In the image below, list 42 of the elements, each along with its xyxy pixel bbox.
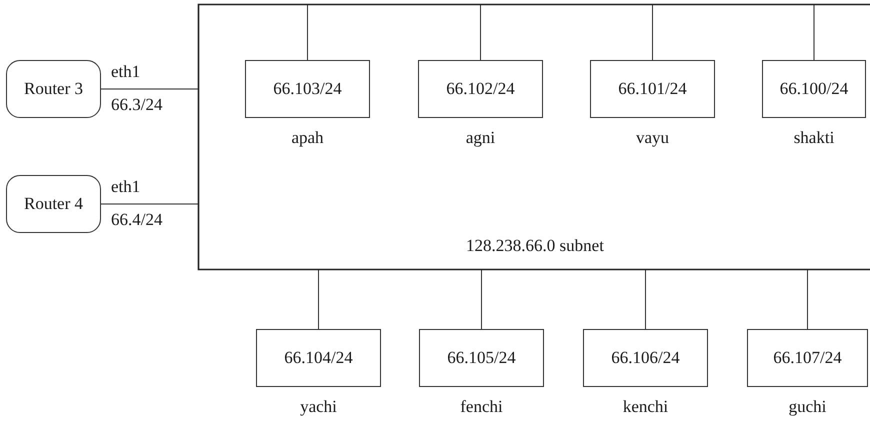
host-name: guchi bbox=[788, 397, 828, 417]
host-name: apah bbox=[290, 128, 325, 148]
host-name: vayu bbox=[634, 128, 670, 148]
network-link bbox=[480, 4, 481, 60]
interface-label: eth1 bbox=[111, 177, 140, 197]
host-name: shakti bbox=[792, 128, 836, 148]
host-box bbox=[245, 60, 370, 118]
host-name: agni bbox=[464, 128, 496, 148]
ip-address: 66.107/24 bbox=[773, 348, 842, 368]
ip-address: 66.100/24 bbox=[780, 79, 848, 99]
host-name: yachi bbox=[299, 397, 338, 417]
interface-label: 66.4/24 bbox=[111, 210, 162, 230]
ip-address: 66.102/24 bbox=[446, 79, 515, 99]
router-label: Router 3 bbox=[24, 79, 84, 99]
ip-address: 66.104/24 bbox=[284, 348, 353, 368]
host-box bbox=[583, 329, 708, 387]
subnet-label: 128.238.66.0 subnet bbox=[466, 236, 604, 256]
host-box bbox=[419, 329, 544, 387]
host-name: fenchi bbox=[459, 397, 504, 417]
network-link bbox=[100, 88, 198, 90]
subnet-bus bbox=[198, 4, 870, 270]
network-link bbox=[652, 4, 653, 60]
ip-address: 66.106/24 bbox=[611, 348, 680, 368]
ip-address: 66.103/24 bbox=[273, 79, 342, 99]
host-box bbox=[590, 60, 715, 118]
router-box bbox=[6, 60, 101, 118]
network-link bbox=[807, 270, 808, 330]
host-box bbox=[256, 329, 381, 387]
host-box bbox=[747, 329, 868, 387]
ip-address: 66.101/24 bbox=[618, 79, 687, 99]
host-box bbox=[418, 60, 543, 118]
network-link bbox=[318, 270, 319, 330]
network-link bbox=[481, 270, 482, 330]
network-link bbox=[307, 4, 308, 60]
router-box bbox=[6, 175, 101, 233]
host-name: kenchi bbox=[622, 397, 670, 417]
interface-label: 66.3/24 bbox=[111, 95, 162, 115]
network-link bbox=[645, 270, 646, 330]
ip-address: 66.105/24 bbox=[447, 348, 516, 368]
interface-label: eth1 bbox=[111, 62, 140, 82]
host-box bbox=[762, 60, 866, 118]
router-label: Router 4 bbox=[24, 194, 84, 214]
